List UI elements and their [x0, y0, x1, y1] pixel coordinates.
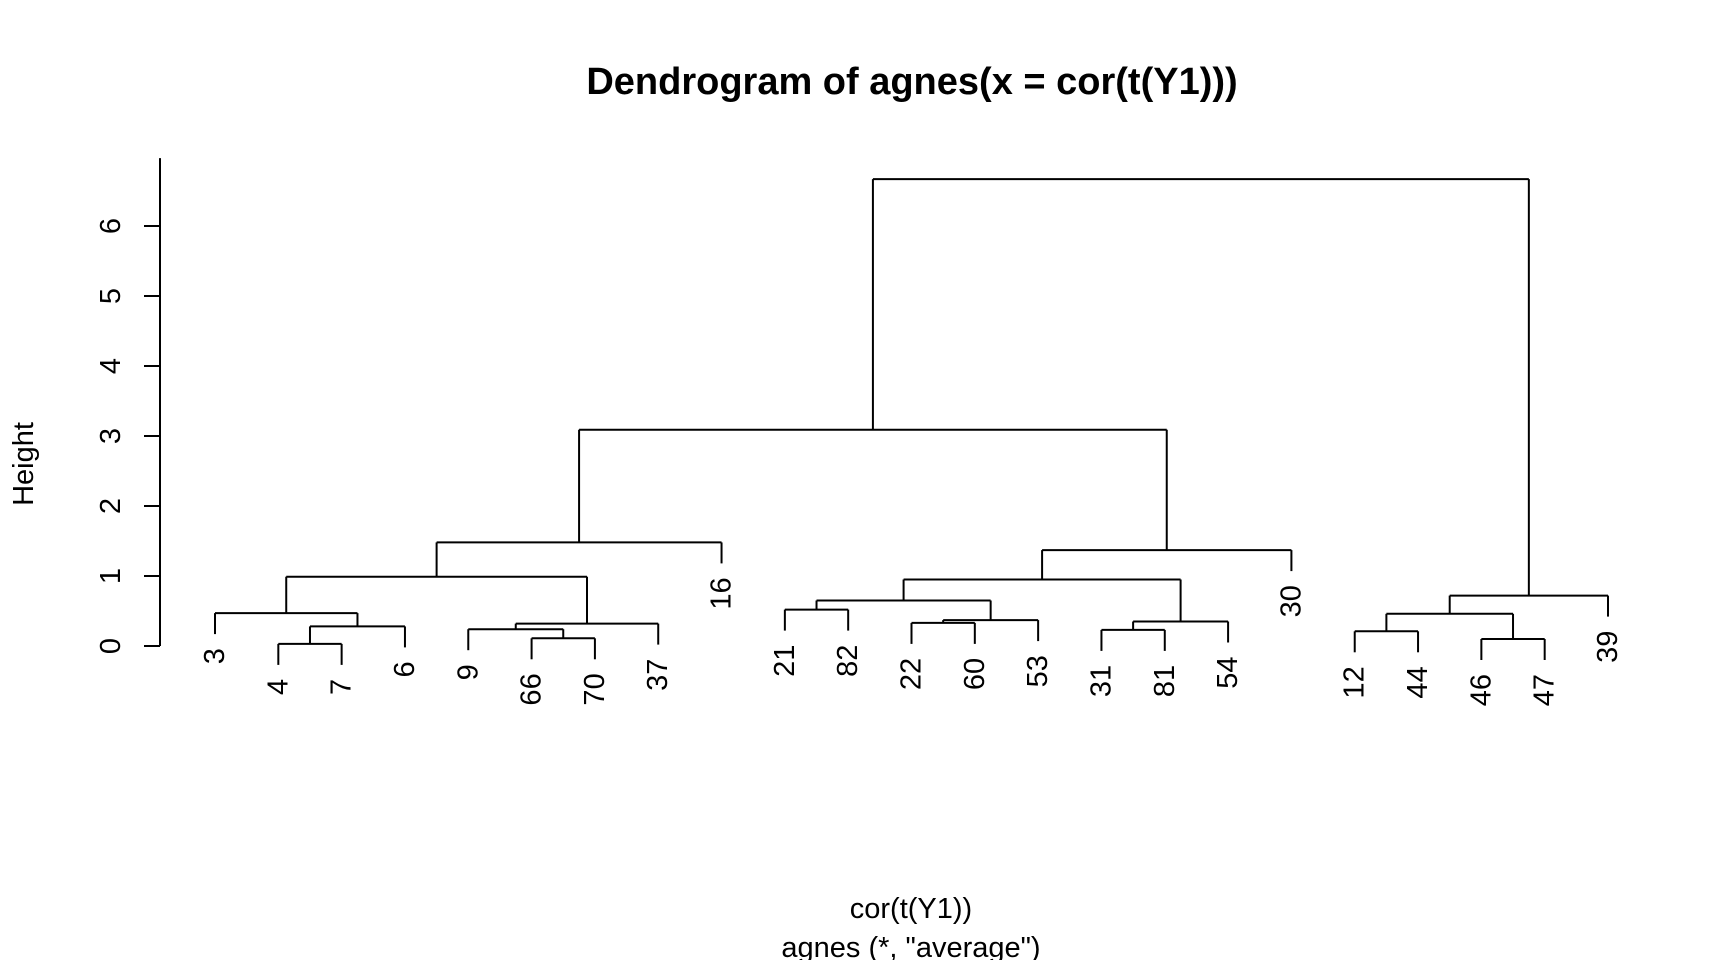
leaf-label: 4 — [262, 679, 294, 695]
leaf-label: 37 — [642, 659, 674, 691]
leaf-label: 9 — [452, 664, 484, 680]
leaf-label: 30 — [1275, 585, 1307, 617]
y-tick-label: 4 — [95, 358, 127, 374]
leaf-label: 16 — [706, 577, 738, 609]
y-tick-label: 2 — [95, 498, 127, 514]
leaf-label: 66 — [516, 673, 548, 705]
x-axis-sublabel: agnes (*, "average") — [781, 932, 1040, 960]
x-axis-label: cor(t(Y1)) — [850, 893, 972, 925]
leaf-label: 7 — [326, 679, 358, 695]
y-axis: 0 1 2 3 4 5 6 — [95, 158, 161, 654]
y-tick-label: 5 — [95, 288, 127, 304]
leaf-label: 22 — [896, 658, 928, 690]
y-tick-label: 6 — [95, 218, 127, 234]
y-tick-label: 1 — [95, 568, 127, 584]
leaf-label: 31 — [1085, 665, 1117, 697]
y-ticks: 0 1 2 3 4 5 6 — [95, 218, 160, 654]
leaf-label: 53 — [1022, 655, 1054, 687]
leaf-label: 47 — [1529, 674, 1561, 706]
leaf-label: 12 — [1339, 666, 1371, 698]
leaf-label: 81 — [1149, 665, 1181, 697]
leaf-label: 54 — [1212, 657, 1244, 689]
leaf-label: 44 — [1402, 666, 1434, 698]
leaf-label: 82 — [832, 645, 864, 677]
y-tick-label: 0 — [95, 638, 127, 654]
leaf-label: 6 — [389, 661, 421, 677]
leaf-label: 46 — [1465, 674, 1497, 706]
leaf-label: 3 — [199, 648, 231, 664]
dendrogram-links — [214, 178, 1609, 665]
y-axis-label: Height — [8, 422, 40, 506]
leaf-label: 70 — [579, 673, 611, 705]
chart-title: Dendrogram of agnes(x = cor(t(Y1))) — [586, 61, 1237, 103]
leaf-label: 60 — [959, 658, 991, 690]
leaf-label: 21 — [769, 645, 801, 677]
leaf-label: 39 — [1592, 631, 1624, 663]
y-tick-label: 3 — [95, 428, 127, 444]
